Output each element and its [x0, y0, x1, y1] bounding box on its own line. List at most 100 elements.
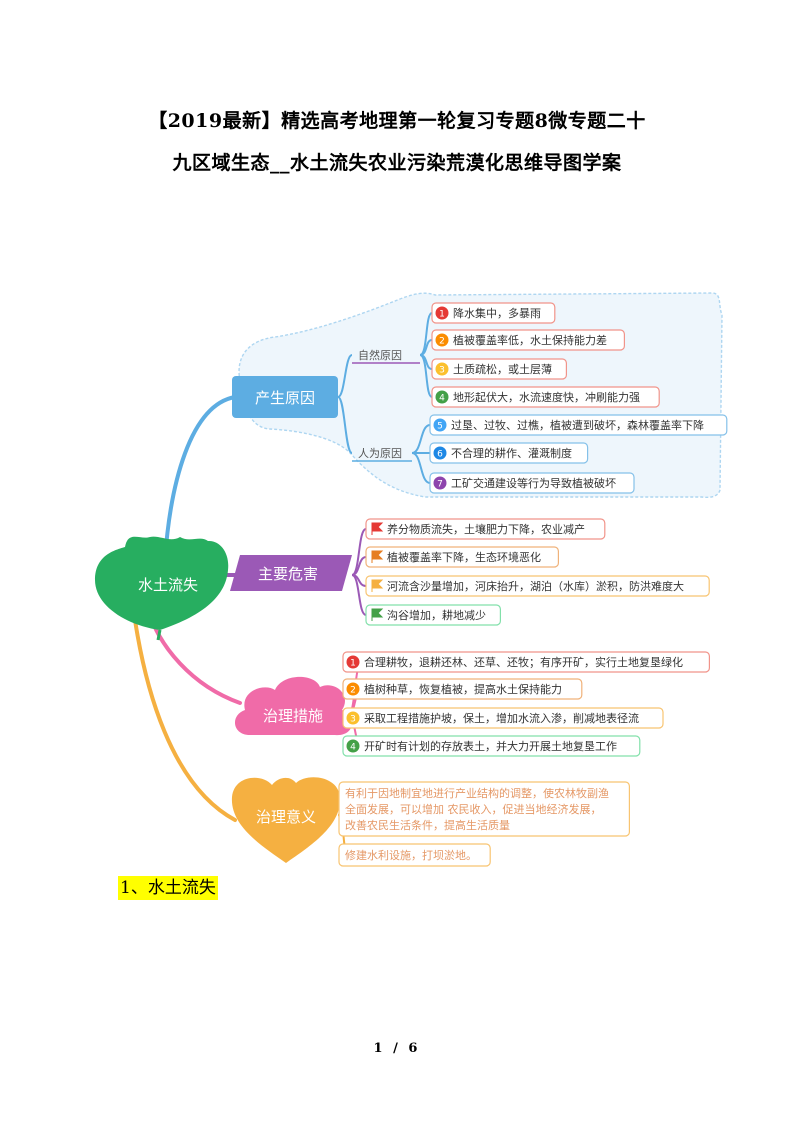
number-badge-label: 4 [350, 743, 356, 753]
measure-item-box [342, 651, 710, 673]
root-label: 水土流失 [138, 576, 198, 594]
natural-cause-item-text: 降水集中，多暴雨 [453, 306, 541, 320]
title-line-1: 【2019最新】精选高考地理第一轮复习专题8微专题二十 [148, 110, 646, 132]
harm-item-box [365, 546, 559, 568]
measure-item-text: 开矿时有计划的存放表土，并大力开展土地复垦工作 [364, 739, 617, 753]
flag-icon [371, 550, 384, 563]
human-cause-item-text: 不合理的耕作、灌溉制度 [451, 446, 572, 460]
measure-item-box [342, 678, 583, 700]
connector-significance [133, 618, 237, 822]
number-badge-label: 2 [439, 337, 445, 347]
measure-item-text: 植树种草，恢复植被，提高水土保持能力 [364, 682, 562, 696]
group-natural[interactable]: 自然原因 [352, 348, 420, 364]
number-badge-icon [346, 682, 360, 696]
number-badge-icon [435, 306, 449, 320]
significance-item-text: 有利于因地制宜地进行产业结构的调整，使农林牧副渔 [345, 786, 609, 800]
root-node[interactable]: 水土流失 [95, 536, 229, 641]
number-badge-icon [346, 711, 360, 725]
connector-causes [163, 395, 237, 562]
human-cause-item-box [429, 442, 589, 464]
number-badge-icon [435, 362, 449, 376]
harm-item-text: 河流含沙量增加，河床抬升，湖泊（水库）淤积，防洪难度大 [387, 579, 684, 593]
number-badge-icon [435, 333, 449, 347]
number-badge-icon [346, 655, 360, 669]
measure-item[interactable]: 3 采取工程措施护坡，保土，增加水流入渗，削减地表径流 [342, 707, 664, 729]
harm-item[interactable]: 沟谷增加，耕地减少 [365, 604, 501, 626]
causes-label: 产生原因 [255, 389, 315, 407]
human-cause-item-box [429, 472, 635, 494]
significance-item[interactable]: 修建水利设施，打坝淤地。 [338, 843, 491, 867]
natural-cause-item[interactable]: 1 降水集中，多暴雨 [431, 302, 556, 324]
harm-item-box [365, 518, 606, 540]
measure-item-text: 采取工程措施护坡，保土，增加水流入渗，削减地表径流 [364, 711, 639, 725]
number-badge-label: 7 [437, 480, 443, 490]
harm-item-text: 植被覆盖率下降，生态环境恶化 [387, 550, 541, 564]
human-cause-item[interactable]: 6 不合理的耕作、灌溉制度 [429, 442, 589, 464]
natural-cause-item-box [431, 302, 556, 324]
number-badge-label: 4 [439, 394, 445, 404]
natural-causes-label: 自然原因 [358, 348, 402, 362]
number-badge-icon [433, 418, 447, 432]
natural-cause-item-text: 植被覆盖率低，水土保持能力差 [453, 333, 607, 347]
harm-item[interactable]: 河流含沙量增加，河床抬升，湖泊（水库）淤积，防洪难度大 [365, 575, 710, 597]
human-cause-item-text: 过垦、过牧、过樵，植被遭到破坏，森林覆盖率下降 [451, 418, 704, 432]
natural-cause-item[interactable]: 4 地形起伏大，水流速度快，冲刷能力强 [431, 386, 660, 408]
harms-node [230, 555, 352, 591]
page-number: 1 / 6 [373, 1041, 421, 1056]
number-badge-label: 5 [437, 422, 443, 432]
natural-cause-item-box [431, 386, 660, 408]
number-badge-label: 6 [437, 450, 443, 460]
natural-cause-item[interactable]: 2 植被覆盖率低，水土保持能力差 [431, 329, 625, 351]
human-cause-item-box [429, 414, 728, 436]
section-heading: 1、水土流失 [118, 876, 218, 900]
measure-item[interactable]: 2 植树种草，恢复植被，提高水土保持能力 [342, 678, 583, 700]
number-badge-label: 1 [350, 659, 356, 669]
number-badge-icon [433, 446, 447, 460]
human-cause-item[interactable]: 7 工矿交通建设等行为导致植被破坏 [429, 472, 635, 494]
number-badge-label: 1 [439, 310, 445, 320]
flag-icon [371, 608, 384, 621]
measure-item-text: 合理耕牧，退耕还林、还草、还牧；有序开矿，实行土地复垦绿化 [364, 655, 683, 669]
significance-item-box [338, 781, 630, 837]
branch-harms[interactable]: 主要危害 [230, 555, 352, 591]
measure-item-box [342, 707, 664, 729]
title-line-2: 九区域生态__水土流失农业污染荒漠化思维导图学案 [172, 152, 622, 174]
natural-cause-item-box [431, 358, 567, 380]
harm-item[interactable]: 植被覆盖率下降，生态环境恶化 [365, 546, 559, 568]
number-badge-label: 2 [350, 686, 356, 696]
mind-map: 水土流失 产生原因 自然原因 人为原因 1 降水集中，多暴雨 2 植被覆盖率低，水土保… [95, 292, 728, 867]
group-human[interactable]: 人为原因 [352, 447, 412, 462]
number-badge-label: 3 [350, 715, 356, 725]
measures-label: 治理措施 [263, 707, 323, 725]
branch-significance[interactable]: 治理意义 [231, 777, 341, 863]
causes-node [232, 376, 338, 418]
natural-cause-item-text: 地形起伏大，水流速度快，冲刷能力强 [453, 390, 640, 404]
measure-item[interactable]: 4 开矿时有计划的存放表土，并大力开展土地复垦工作 [342, 735, 641, 757]
human-causes-label: 人为原因 [358, 447, 402, 460]
measures-cloud-node [234, 676, 353, 736]
significance-item-text: 改善农民生活条件，提高生活质量 [345, 818, 510, 832]
number-badge-icon [435, 390, 449, 404]
harm-item-text: 沟谷增加，耕地减少 [387, 608, 486, 622]
natural-cause-item-box [431, 329, 625, 351]
number-badge-icon [433, 476, 447, 490]
ginkgo-leaf-icon [95, 536, 229, 630]
significance-item-box [338, 843, 491, 867]
flag-icon [371, 579, 384, 592]
number-badge-label: 3 [439, 366, 445, 376]
significance-label: 治理意义 [256, 808, 316, 826]
natural-cause-item-text: 土质疏松，或土层薄 [453, 362, 552, 376]
harm-item-box [365, 575, 710, 597]
harm-item-box [365, 604, 501, 626]
flag-icon [371, 522, 384, 535]
natural-cause-item[interactable]: 3 土质疏松，或土层薄 [431, 358, 567, 380]
harm-item[interactable]: 养分物质流失，土壤肥力下降，农业减产 [365, 518, 606, 540]
branch-measures[interactable]: 治理措施 [234, 676, 353, 736]
human-cause-item-text: 工矿交通建设等行为导致植被破坏 [451, 476, 616, 490]
branch-causes[interactable]: 产生原因 [232, 376, 338, 418]
measure-item[interactable]: 1 合理耕牧，退耕还林、还草、还牧；有序开矿，实行土地复垦绿化 [342, 651, 710, 673]
heart-icon [231, 777, 341, 863]
measure-item-box [342, 735, 641, 757]
human-cause-item[interactable]: 5 过垦、过牧、过樵，植被遭到破坏，森林覆盖率下降 [429, 414, 728, 436]
